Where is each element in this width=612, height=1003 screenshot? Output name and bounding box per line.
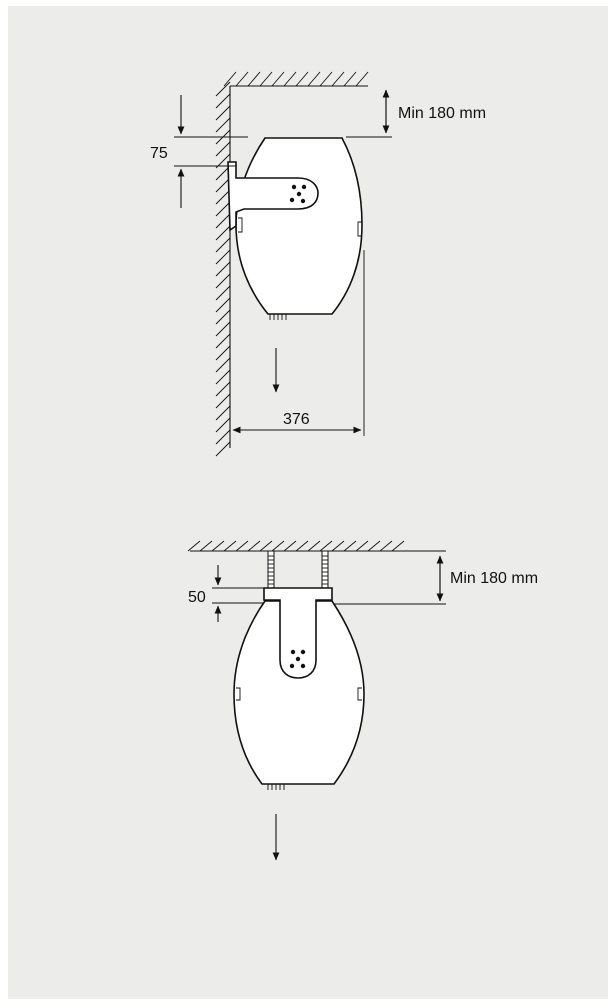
ceiling-surface: [187, 540, 410, 552]
depth-dimension: 376: [232, 250, 365, 436]
side-tab-left: [238, 217, 243, 233]
clearance-dimension-ceiling: Min 180 mm: [334, 550, 538, 605]
ceiling-bracket-screw-holes: [289, 649, 306, 669]
wall-bracket: [227, 161, 319, 232]
ceiling-surface-top: [223, 71, 369, 87]
side-tab-left-ceiling: [236, 687, 241, 701]
wall-surface: [215, 81, 231, 457]
bracket-screw-holes: [289, 184, 307, 204]
ceiling-clearance-label: Min 180 mm: [450, 570, 538, 587]
ceiling-bracket: [263, 587, 333, 679]
heater-body: [235, 137, 363, 315]
bottom-grille-ceiling: [267, 784, 285, 790]
ceiling-offset-label: 50: [188, 589, 206, 606]
heater-body-ceiling: [233, 600, 365, 785]
clearance-dimension: Min 180 mm: [346, 89, 486, 138]
bottom-grille: [269, 314, 287, 320]
side-tab-right-ceiling: [357, 687, 362, 701]
clearance-label: Min 180 mm: [398, 105, 486, 122]
ceiling-mount-diagram: Min 180 mm 50: [187, 540, 538, 861]
offset-dimension: 75: [150, 95, 248, 208]
depth-label: 376: [283, 411, 310, 428]
wall-mount-diagram: Min 180 mm 75 376: [150, 71, 486, 457]
offset-label: 75: [150, 145, 168, 162]
offset-dimension-ceiling: 50: [188, 565, 264, 622]
suspension-rods: [267, 550, 329, 589]
side-tab-right: [357, 221, 362, 237]
